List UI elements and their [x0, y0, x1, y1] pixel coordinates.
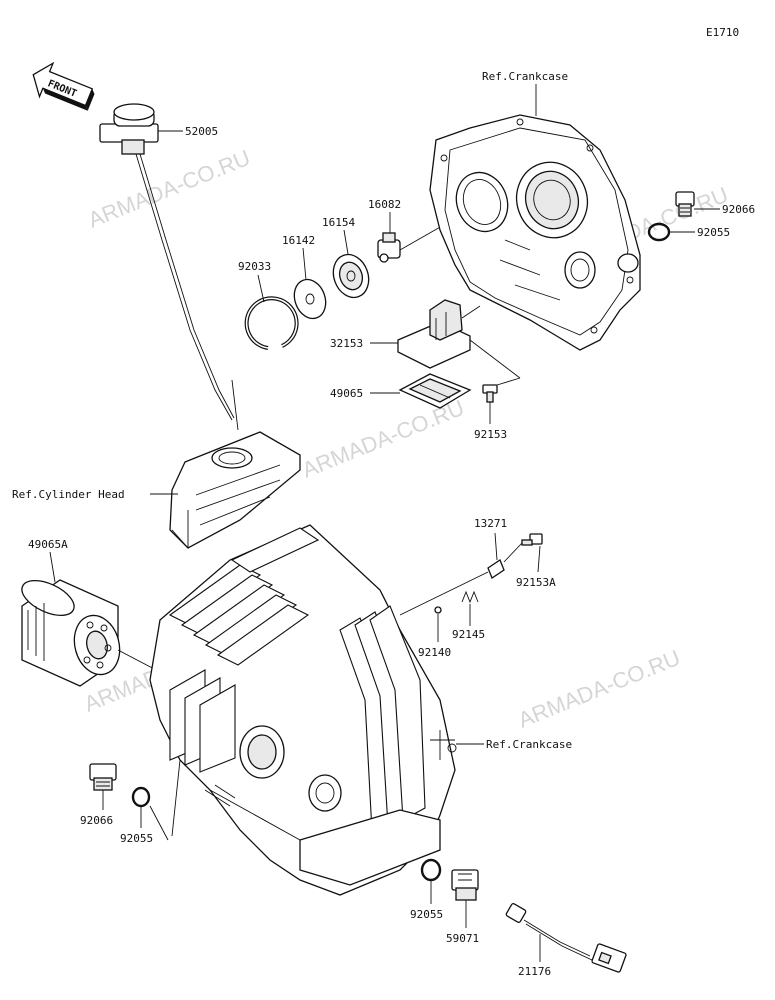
bolt-part-92153 — [482, 384, 498, 403]
label-92145: 92145 — [452, 628, 485, 641]
drain-plug-part-92066-top — [675, 191, 695, 217]
label-49065A: 49065A — [28, 538, 68, 551]
spring-part-92145 — [461, 590, 479, 604]
label-92153: 92153 — [474, 428, 507, 441]
crankcase-main — [149, 524, 457, 896]
label-92066-top: 92066 — [722, 203, 755, 216]
watermark-1: ARMADA-CO.RU — [85, 145, 254, 233]
ref-crankcase-mid: Ref.Crankcase — [486, 738, 572, 751]
leader-49065A — [49, 551, 56, 583]
watermark-3: ARMADA-CO.RU — [299, 395, 468, 483]
label-16154: 16154 — [322, 216, 355, 229]
label-92140: 92140 — [418, 646, 451, 659]
ref-cylinder-head: Ref.Cylinder Head — [12, 488, 125, 501]
leader-92055-left-b — [149, 759, 181, 841]
o-ring-part-92055-left — [131, 786, 151, 808]
leader-92153A-b — [503, 542, 523, 563]
washer-part-16142 — [293, 278, 327, 320]
label-92055-bottom: 92055 — [410, 908, 443, 921]
label-52005: 52005 — [185, 125, 218, 138]
cylinder-head-cover — [169, 431, 301, 550]
leader-16154 — [343, 229, 349, 255]
leader-32153-c — [461, 305, 481, 319]
drain-plug-part-92066-bottom — [89, 763, 117, 791]
pump-part-16082 — [377, 232, 401, 263]
label-92153A: 92153A — [516, 576, 556, 589]
leader-13271-b — [399, 571, 489, 616]
plate-part-13271 — [487, 532, 505, 579]
ref-crankcase-top: Ref.Crankcase — [482, 70, 568, 83]
watermark-5: ARMADA-CO.RU — [515, 645, 684, 733]
ball-part-92140 — [434, 606, 442, 614]
dipstick-part-52005 — [99, 103, 239, 431]
label-16082: 16082 — [368, 198, 401, 211]
label-32153: 32153 — [330, 337, 363, 350]
leader-32153-b — [469, 339, 521, 379]
circlip-part-92033 — [244, 296, 299, 350]
diagram-code: E1710 — [706, 26, 739, 39]
switch-part-59071 — [451, 869, 479, 901]
leader-92033 — [257, 274, 265, 303]
front-arrow-icon: FRONT — [32, 61, 95, 111]
label-59071: 59071 — [446, 932, 479, 945]
leader-92153A — [537, 545, 541, 573]
label-13271: 13271 — [474, 517, 507, 530]
label-92055-left: 92055 — [120, 832, 153, 845]
rotor-part-16154 — [332, 253, 370, 299]
label-92055-top: 92055 — [697, 226, 730, 239]
sensor-lead-part-21176 — [505, 903, 627, 973]
label-21176: 21176 — [518, 965, 551, 978]
oil-filter-part-49065A — [21, 579, 121, 687]
leader-16142 — [302, 247, 307, 281]
label-92066-bottom: 92066 — [80, 814, 113, 827]
plate-part-49065 — [398, 373, 472, 409]
crankcase-cover-top — [429, 114, 641, 351]
label-92033: 92033 — [238, 260, 271, 273]
label-16142: 16142 — [282, 234, 315, 247]
label-49065: 49065 — [330, 387, 363, 400]
o-ring-part-92055-bottom — [420, 858, 442, 882]
leader-92153-b — [496, 377, 521, 386]
breather-part-32153 — [397, 299, 471, 369]
bolt-part-92153A — [521, 533, 543, 546]
